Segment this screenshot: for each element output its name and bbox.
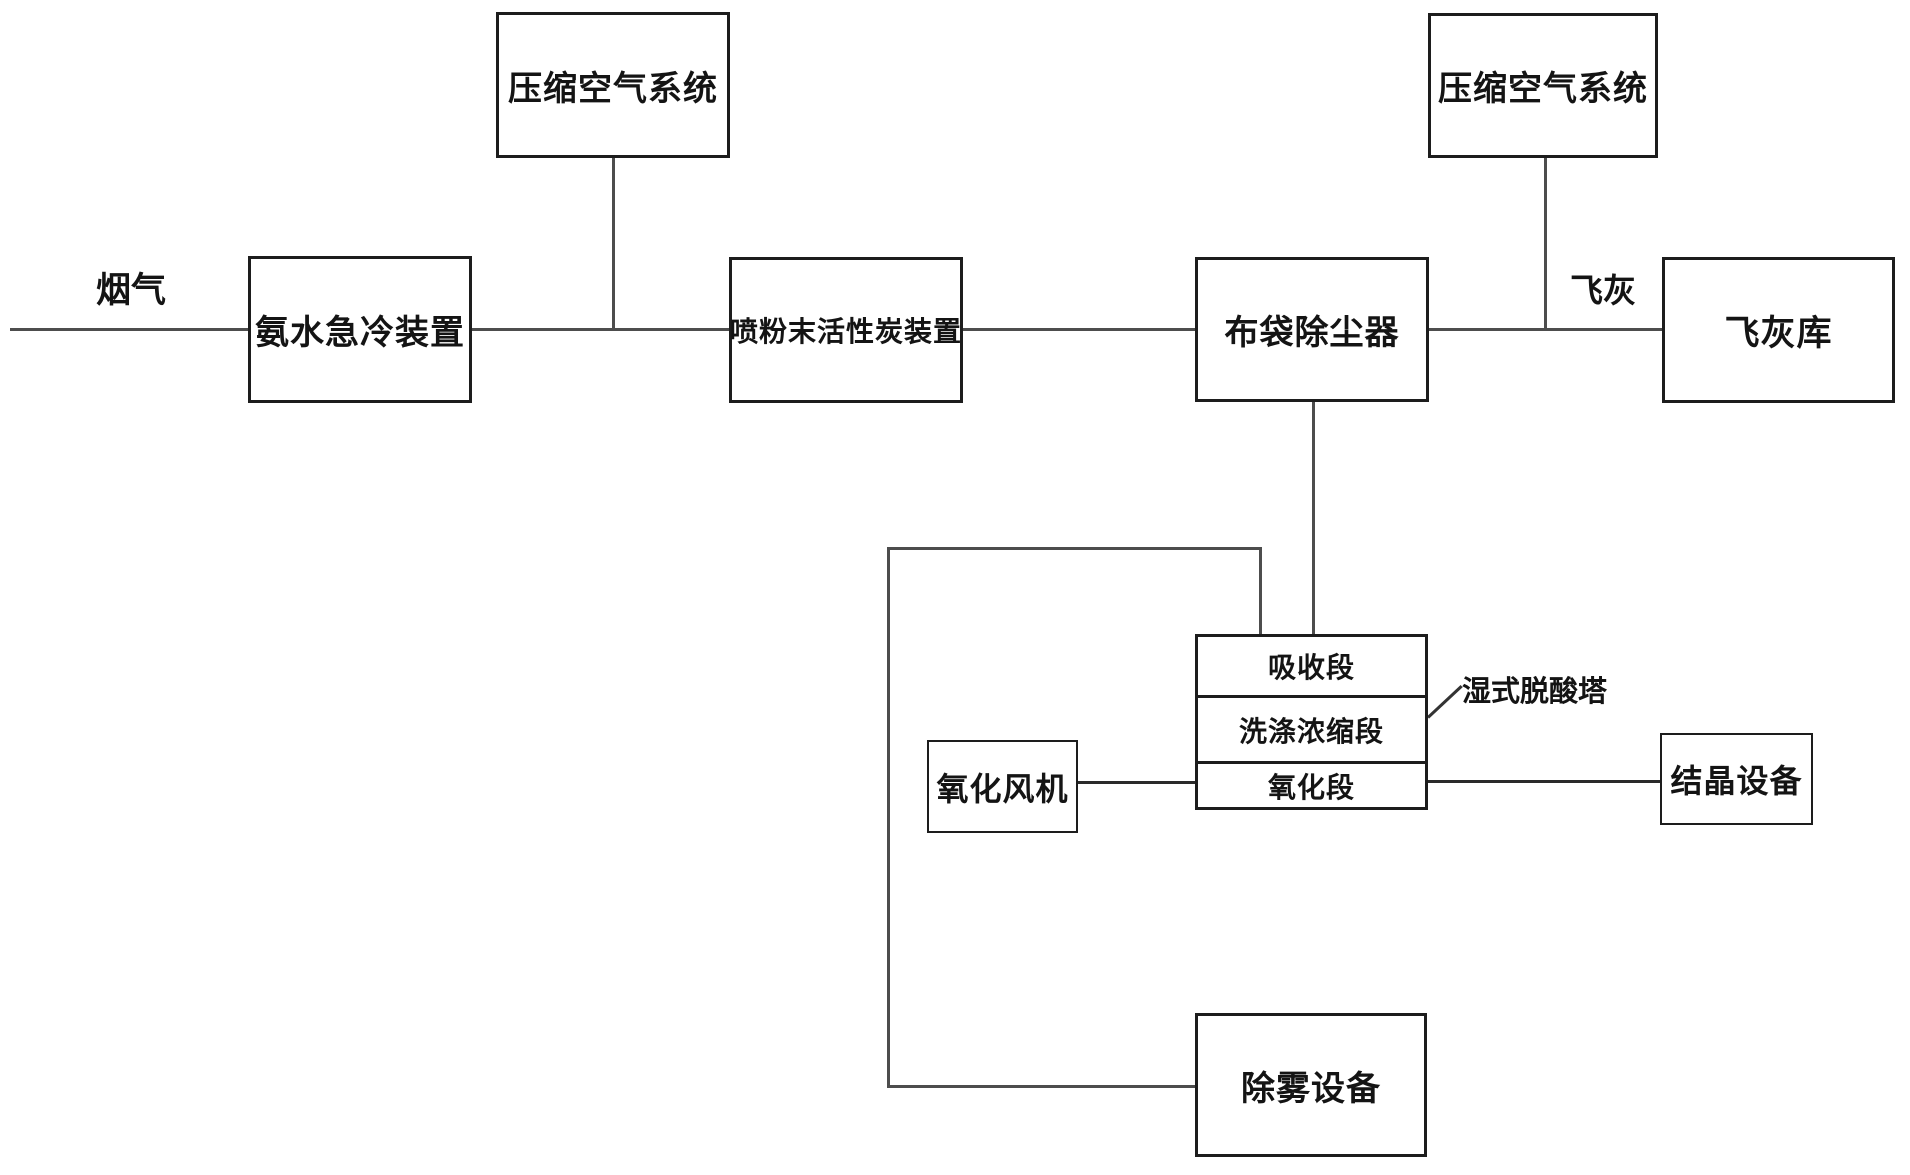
tower-section-absorption: 吸收段: [1198, 637, 1425, 695]
line-bagfilter-to-tower: [1312, 402, 1315, 634]
line-compressed-air-right-drop: [1544, 158, 1547, 328]
section-label: 吸收段: [1267, 653, 1355, 684]
label-wet-deacidification-tower: 湿式脱酸塔: [1462, 676, 1608, 708]
node-compressed-air-system-left: 压缩空气系统: [496, 12, 730, 158]
node-bag-dust-collector: 布袋除尘器: [1195, 257, 1429, 402]
label-fly-ash: 飞灰: [1570, 274, 1636, 310]
node-wet-deacidification-tower: 吸收段 洗涤浓缩段 氧化段: [1195, 634, 1428, 810]
section-label: 氧化段: [1267, 772, 1355, 804]
node-label: 飞灰库: [1724, 313, 1833, 353]
line-recycle-loop-to-demister: [887, 1085, 1195, 1088]
node-label: 氨水急冷装置: [255, 315, 465, 352]
line-carbon-to-bagfilter: [963, 328, 1195, 331]
node-label: 结晶设备: [1670, 763, 1803, 799]
node-label: 压缩空气系统: [1438, 71, 1648, 108]
section-label: 洗涤浓缩段: [1238, 716, 1384, 748]
line-compressed-air-left-drop: [612, 158, 615, 328]
line-recycle-loop-top: [887, 547, 1262, 550]
node-oxidation-fan: 氧化风机: [927, 740, 1078, 833]
line-flue-gas-inlet: [10, 328, 248, 331]
tower-section-oxidation: 氧化段: [1198, 761, 1425, 807]
node-label: 除雾设备: [1241, 1070, 1381, 1108]
node-demisting-equipment: 除雾设备: [1195, 1013, 1427, 1157]
node-compressed-air-system-right: 压缩空气系统: [1428, 13, 1658, 158]
node-label: 布袋除尘器: [1224, 315, 1400, 352]
label-flue-gas: 烟气: [96, 271, 167, 310]
line-fan-to-oxidation-section: [1078, 781, 1195, 784]
line-quench-to-carbon: [472, 328, 729, 331]
node-ammonia-quench-device: 氨水急冷装置: [248, 256, 472, 403]
node-label: 压缩空气系统: [508, 70, 718, 108]
node-fly-ash-storage: 飞灰库: [1662, 257, 1895, 403]
line-recycle-loop-left: [887, 547, 890, 1087]
line-recycle-loop-to-tower: [1259, 547, 1262, 634]
node-activated-carbon-injection: 喷粉末活性炭装置: [729, 257, 963, 403]
line-bagfilter-to-ash-storage: [1429, 328, 1662, 331]
node-label: 喷粉末活性炭装置: [730, 317, 963, 348]
line-tower-to-crystallization: [1428, 780, 1660, 783]
line-tower-callout-leader: [1426, 685, 1463, 719]
tower-section-washing-concentration: 洗涤浓缩段: [1198, 695, 1425, 761]
node-crystallization-equipment: 结晶设备: [1660, 733, 1813, 825]
node-label: 氧化风机: [936, 770, 1069, 807]
